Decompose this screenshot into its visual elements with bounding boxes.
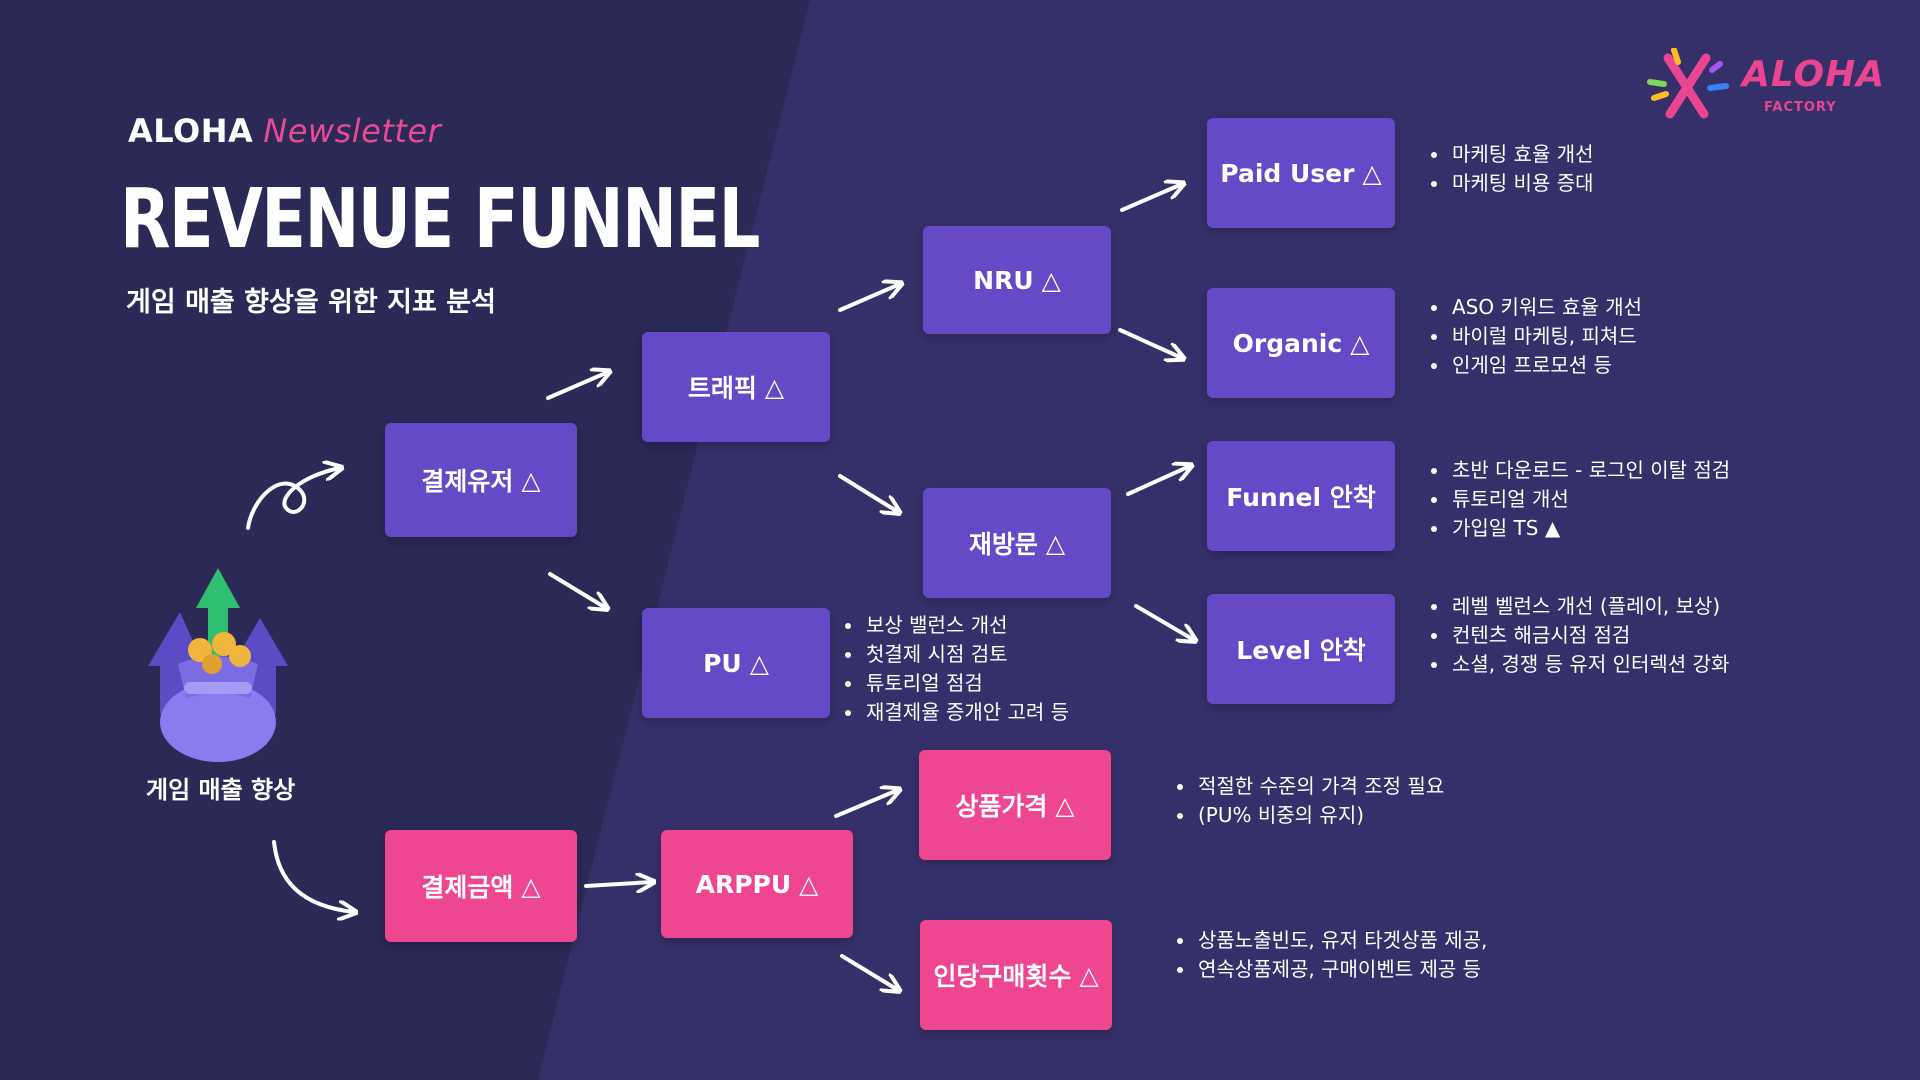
note-item: 첫결제 시점 검토 (864, 640, 1069, 669)
note-item: 튜토리얼 점검 (864, 669, 1069, 698)
note-item: 레벨 벨런스 개선 (플레이, 보상) (1450, 592, 1729, 621)
node-payment-amount: 결제금액△ (385, 830, 577, 942)
arrow-nru-to-organic (1118, 328, 1182, 358)
node-paid-user-label: Paid User (1220, 158, 1355, 188)
brand-newsletter: Newsletter (263, 112, 442, 150)
notes-pu: 보상 밸런스 개선 첫결제 시점 검토 튜토리얼 점검 재결제율 증개안 고려 … (842, 611, 1069, 727)
notes-paid-user: 마케팅 효율 개선 마케팅 비용 증대 (1428, 140, 1594, 198)
arrow-nru-to-paid (1120, 184, 1182, 212)
node-revisit: 재방문△ (923, 488, 1111, 598)
node-pu-label: PU (703, 648, 742, 678)
node-funnel: Funnel 안착 (1207, 441, 1395, 551)
note-item: ASO 키워드 효율 개선 (1450, 293, 1642, 322)
arrow-revisit-to-level (1134, 604, 1194, 640)
note-item: 바이럴 마케팅, 피쳐드 (1450, 322, 1642, 351)
node-level-label: Level 안착 (1236, 636, 1366, 665)
arrow-paying-to-traffic (546, 372, 608, 400)
note-item: 상품노출빈도, 유저 타겟상품 제공, (1196, 926, 1487, 955)
node-payment-amount-label: 결제금액 (421, 873, 514, 902)
arrow-traffic-to-revisit (838, 474, 898, 512)
node-price-label: 상품가격 (955, 792, 1048, 821)
node-organic: Organic△ (1207, 288, 1395, 398)
node-purchase-count-label: 인당구매횟수 (933, 962, 1072, 991)
notes-organic: ASO 키워드 효율 개선 바이럴 마케팅, 피쳐드 인게임 프로모션 등 (1428, 293, 1642, 380)
node-funnel-label: Funnel 안착 (1226, 483, 1376, 512)
page-title: REVENUE FUNNEL (120, 172, 760, 267)
node-purchase-count: 인당구매횟수△ (920, 920, 1112, 1030)
warning-triangle-icon: △ (521, 465, 541, 495)
warning-triangle-icon: △ (1045, 528, 1066, 558)
node-arppu: ARPPU△ (661, 830, 853, 938)
warning-triangle-icon: △ (1079, 960, 1099, 990)
note-item: 보상 밸런스 개선 (864, 611, 1069, 640)
logo-burst-icon (1647, 47, 1729, 119)
node-paying-users: 결제유저△ (385, 423, 577, 537)
arrow-paying-to-pu (548, 572, 606, 608)
arrow-root-to-paying (246, 468, 340, 530)
logo-text: ALOHA (1742, 54, 1886, 95)
arrow-amount-to-arppu (584, 882, 652, 886)
arrow-revisit-to-funnel (1126, 466, 1190, 496)
warning-triangle-icon: △ (521, 871, 541, 901)
warning-triangle-icon: △ (764, 372, 785, 402)
node-pu: PU△ (642, 608, 830, 718)
notes-funnel: 초반 다운로드 - 로그인 이탈 점검 튜토리얼 개선 가입일 TS ▲ (1428, 456, 1730, 543)
aloha-factory-logo: ALOHA FACTORY (1646, 47, 1884, 124)
node-paying-users-label: 결제유저 (421, 467, 514, 496)
warning-triangle-icon: △ (1362, 158, 1382, 188)
node-level: Level 안착 (1207, 594, 1395, 704)
node-traffic-label: 트래픽 (687, 374, 757, 403)
brand-aloha: ALOHA (128, 112, 254, 150)
note-item: 마케팅 효율 개선 (1450, 140, 1594, 169)
arrow-root-to-amount (272, 840, 354, 912)
page-subtitle: 게임 매출 향상을 위한 지표 분석 (126, 287, 496, 318)
warning-triangle-icon: △ (799, 869, 819, 899)
money-bag-growth-icon (148, 568, 288, 762)
logo-subtext: FACTORY (1764, 100, 1837, 115)
node-traffic: 트래픽△ (642, 332, 830, 442)
node-nru-label: NRU (973, 265, 1034, 295)
note-item: 마케팅 비용 증대 (1450, 169, 1594, 198)
note-item: 재결제율 증개안 고려 등 (864, 698, 1069, 727)
note-item: 연속상품제공, 구매이벤트 제공 등 (1196, 955, 1487, 984)
note-item: 소셜, 경쟁 등 유저 인터렉션 강화 (1450, 650, 1729, 679)
node-arppu-label: ARPPU (695, 869, 792, 899)
notes-level: 레벨 벨런스 개선 (플레이, 보상) 컨텐츠 해금시점 점검 소셜, 경쟁 등… (1428, 592, 1729, 679)
node-paid-user: Paid User△ (1207, 118, 1395, 228)
arrow-arppu-to-count (840, 954, 898, 990)
node-organic-label: Organic (1232, 328, 1343, 358)
node-price: 상품가격△ (919, 750, 1111, 860)
root-label: 게임 매출 향상 (146, 776, 296, 804)
warning-triangle-icon: △ (1041, 265, 1061, 295)
warning-triangle-icon: △ (1055, 790, 1075, 820)
note-item: 인게임 프로모션 등 (1450, 351, 1642, 380)
note-item: 초반 다운로드 - 로그인 이탈 점검 (1450, 456, 1730, 485)
arrow-arppu-to-price (834, 790, 898, 818)
node-nru: NRU△ (923, 226, 1111, 334)
note-item: 가입일 TS ▲ (1450, 514, 1730, 543)
note-item: 컨텐츠 해금시점 점검 (1450, 621, 1729, 650)
node-revisit-label: 재방문 (968, 530, 1038, 559)
note-item: (PU% 비중의 유지) (1196, 801, 1444, 830)
note-item: 튜토리얼 개선 (1450, 485, 1730, 514)
warning-triangle-icon: △ (749, 648, 769, 678)
warning-triangle-icon: △ (1350, 328, 1370, 358)
note-item: 적절한 수준의 가격 조정 필요 (1196, 772, 1444, 801)
arrow-traffic-to-nru (838, 284, 900, 312)
notes-price: 적절한 수준의 가격 조정 필요 (PU% 비중의 유지) (1174, 772, 1444, 830)
notes-purchase-count: 상품노출빈도, 유저 타겟상품 제공, 연속상품제공, 구매이벤트 제공 등 (1174, 926, 1487, 984)
